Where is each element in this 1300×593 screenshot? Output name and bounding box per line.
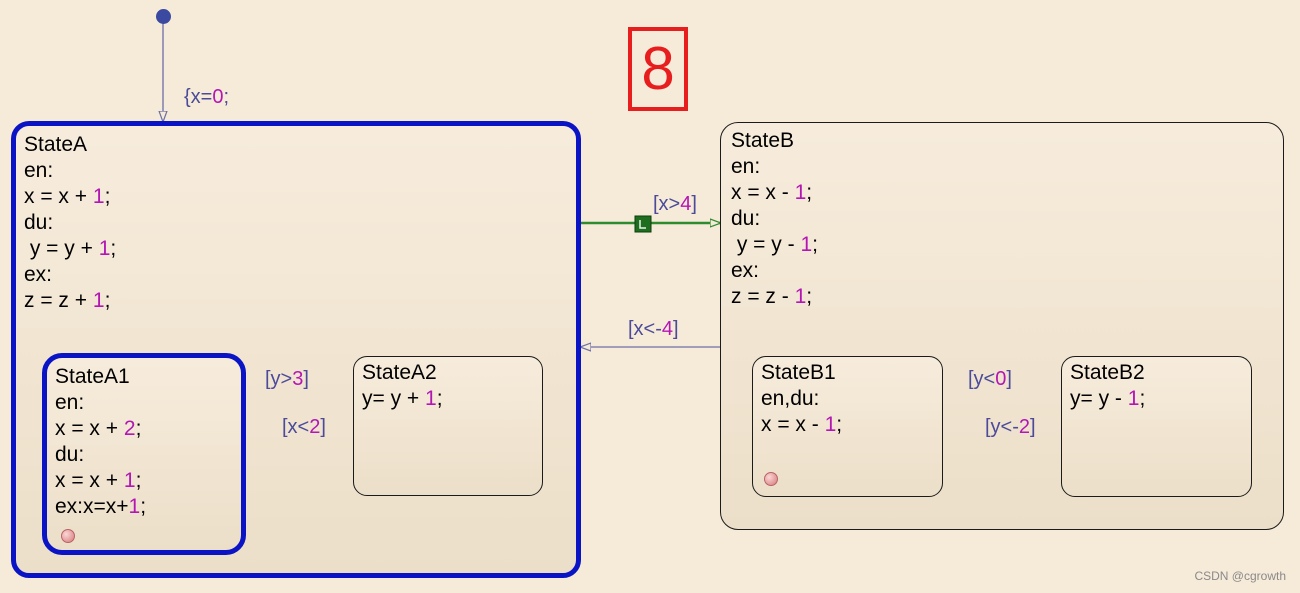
numeric-literal: 1 — [123, 469, 136, 492]
numeric-literal: 3 — [292, 368, 304, 390]
state-action-line: en: — [55, 391, 85, 414]
state-action-line: x = x + 1; — [55, 469, 142, 492]
state-action-line: du: — [24, 211, 54, 234]
history-junction-icon — [764, 472, 778, 486]
numeric-literal: 1 — [98, 237, 111, 260]
state-a2[interactable]: StateA2 y= y + 1; — [353, 356, 543, 496]
state-name: StateB2 — [1070, 361, 1145, 384]
state-a1-text: StateA1 en: x = x + 2; du: x = x + 1; ex… — [55, 364, 146, 520]
transition-breakpoint-icon[interactable] — [634, 215, 652, 233]
state-action-line: du: — [55, 443, 85, 466]
state-action-line: x = x - 1; — [761, 413, 843, 436]
transition-label-a-to-b[interactable]: [x>4] — [653, 193, 697, 215]
state-b1-text: StateB1 en,du: x = x - 1; — [761, 360, 842, 438]
history-junction-icon — [61, 529, 75, 543]
state-action-line: x = x - 1; — [731, 181, 813, 204]
state-action-line: y= y - 1; — [1070, 387, 1146, 410]
transition-label-b-to-a[interactable]: [x<-4] — [628, 318, 679, 340]
numeric-literal: 1 — [800, 233, 813, 256]
state-action-line: ex: — [24, 263, 53, 286]
numeric-literal: 1 — [794, 181, 807, 204]
default-label-line: {x=0; — [184, 86, 230, 108]
numeric-literal: 4 — [680, 193, 692, 215]
state-name: StateB1 — [761, 361, 836, 384]
state-a-text: StateA en: x = x + 1; du: y = y + 1; ex:… — [24, 132, 116, 314]
numeric-literal: 1 — [92, 289, 105, 312]
state-name: StateA2 — [362, 361, 437, 384]
state-name: StateB — [731, 129, 795, 152]
numeric-literal: 2 — [309, 416, 321, 438]
state-action-line: z = z - 1; — [731, 285, 813, 308]
state-action-line: y = y + 1; — [24, 237, 117, 260]
numeric-literal: 0 — [212, 86, 224, 108]
state-name: StateA — [24, 133, 88, 156]
state-name: StateA1 — [55, 365, 130, 388]
default-transition-dot[interactable] — [156, 9, 171, 24]
transition-label-a1-to-a2[interactable]: [y>3] — [265, 368, 309, 390]
state-a1[interactable]: StateA1 en: x = x + 2; du: x = x + 1; ex… — [42, 353, 246, 555]
state-action-line: x = x + 2; — [55, 417, 142, 440]
state-b1[interactable]: StateB1 en,du: x = x - 1; — [752, 356, 943, 497]
state-action-line: ex: — [731, 259, 760, 282]
state-action-line: en: — [24, 159, 54, 182]
state-action-line: en: — [731, 155, 761, 178]
numeric-literal: 0 — [995, 368, 1007, 390]
state-action-line: y = y - 1; — [731, 233, 818, 256]
numeric-literal: 1 — [128, 495, 141, 518]
state-b2[interactable]: StateB2 y= y - 1; — [1061, 356, 1252, 497]
numeric-literal: 1 — [824, 413, 837, 436]
watermark: CSDN @cgrowth — [1194, 569, 1286, 583]
transition-label-b1-to-b2[interactable]: [y<0] — [968, 368, 1012, 390]
transition-label-a2-to-a1[interactable]: [x<2] — [282, 416, 326, 438]
state-action-line: z = z + 1; — [24, 289, 111, 312]
numeric-literal: 2 — [123, 417, 136, 440]
numeric-literal: 1 — [1127, 387, 1140, 410]
state-action-line: en,du: — [761, 387, 820, 410]
numeric-literal: 1 — [425, 387, 437, 410]
state-b-text: StateB en: x = x - 1; du: y = y - 1; ex:… — [731, 128, 818, 310]
state-action-line: x = x + 1; — [24, 185, 111, 208]
numeric-literal: 2 — [1018, 416, 1031, 438]
numeric-literal: 4 — [661, 318, 674, 340]
state-action-line: y= y + 1; — [362, 387, 443, 410]
step-badge: 8 — [628, 27, 688, 111]
state-action-line: du: — [731, 207, 761, 230]
numeric-literal: 1 — [794, 285, 807, 308]
state-a2-text: StateA2 y= y + 1; — [362, 360, 443, 412]
transition-label-b2-to-b1[interactable]: [y<-2] — [985, 416, 1036, 438]
state-b2-text: StateB2 y= y - 1; — [1070, 360, 1145, 412]
state-action-line: ex:x=x+1; — [55, 495, 147, 518]
numeric-literal: 1 — [92, 185, 105, 208]
